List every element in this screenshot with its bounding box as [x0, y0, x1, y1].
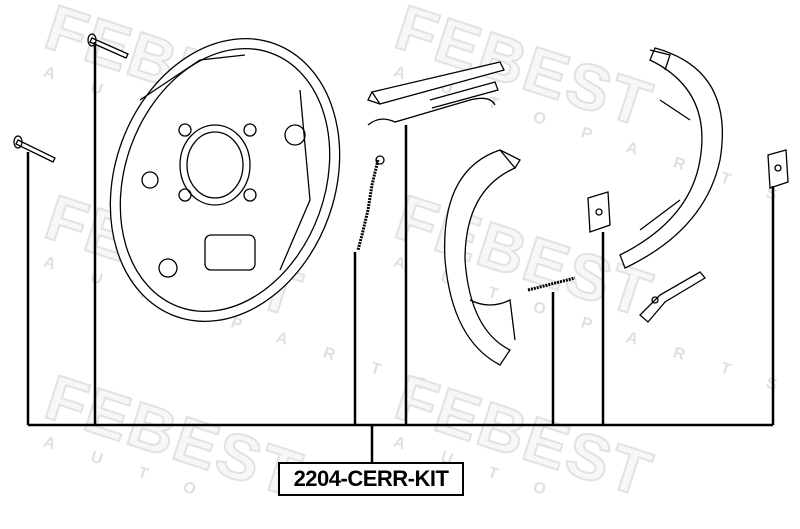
parking-brake-lever	[639, 271, 706, 323]
brake-adjuster	[367, 61, 505, 126]
part-number-label: 2204-CERR-KIT	[278, 462, 464, 496]
hold-down-pin	[87, 33, 129, 59]
exploded-parts-diagram	[13, 33, 789, 462]
brake-backing-plate	[109, 37, 341, 323]
brake-shoe-right	[619, 47, 724, 269]
brake-shoe-left	[443, 149, 521, 366]
return-spring	[356, 155, 385, 251]
hold-down-clip	[767, 149, 789, 189]
adjuster-spring	[527, 276, 576, 292]
leader-lines	[26, 42, 775, 462]
hold-down-clip	[587, 191, 611, 233]
hold-down-pin	[13, 135, 56, 163]
